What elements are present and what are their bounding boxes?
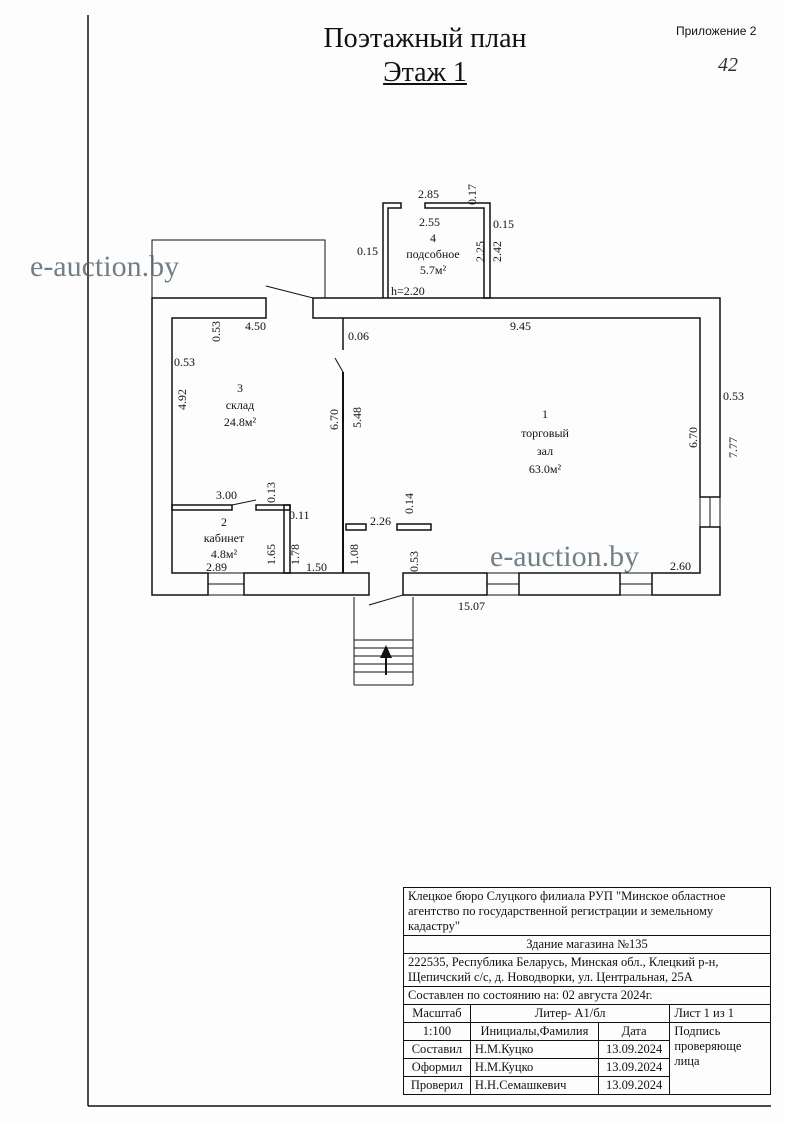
names-header: Инициалы,Фамилия (469, 1022, 599, 1041)
plan-title: Поэтажный план (323, 23, 527, 54)
svg-text:2.55: 2.55 (419, 215, 440, 229)
svg-text:0.53: 0.53 (407, 551, 421, 572)
title-block: Поэтажный план Этаж 1 (0, 22, 785, 90)
svg-text:0.17: 0.17 (465, 184, 479, 205)
svg-text:0.13: 0.13 (264, 482, 278, 503)
svg-text:3.00: 3.00 (216, 488, 237, 502)
svg-text:3: 3 (237, 381, 243, 395)
address: 222535, Республика Беларусь, Минская обл… (403, 953, 771, 987)
svg-text:2.25: 2.25 (473, 241, 487, 262)
svg-text:1.50: 1.50 (306, 560, 327, 574)
windows (207, 496, 721, 596)
svg-text:торговый: торговый (521, 426, 569, 440)
wall (518, 572, 621, 596)
svg-text:4.92: 4.92 (175, 389, 189, 410)
wall (243, 572, 370, 596)
svg-text:h=2.20: h=2.20 (391, 284, 425, 298)
svg-text:1.08: 1.08 (347, 544, 361, 565)
svg-text:0.53: 0.53 (209, 321, 223, 342)
state-date: Составлен по состоянию на: 02 августа 20… (403, 986, 771, 1005)
liter: Литер- А1/бл (469, 1004, 671, 1023)
svg-text:0.53: 0.53 (723, 389, 744, 403)
svg-text:2.42: 2.42 (490, 241, 504, 262)
floor-title: Этаж 1 (383, 57, 467, 88)
svg-text:2.26: 2.26 (370, 514, 391, 528)
svg-text:5.7м²: 5.7м² (420, 263, 447, 277)
svg-text:1.78: 1.78 (288, 544, 302, 565)
svg-text:0.11: 0.11 (289, 508, 310, 522)
date-header: Дата (597, 1022, 671, 1041)
svg-text:5.48: 5.48 (350, 407, 364, 428)
watermark: e-auction.by (490, 540, 639, 573)
sheet: Лист 1 из 1 (669, 1004, 771, 1023)
svg-text:зал: зал (537, 444, 553, 458)
annex-wall (424, 202, 491, 299)
scale: 1:100 (403, 1022, 471, 1041)
svg-text:2.60: 2.60 (670, 559, 691, 573)
dimension-labels: 2.85 2.55 0.15 0.15 h=2.20 4.50 9.45 0.0… (174, 184, 744, 613)
svg-text:2.89: 2.89 (206, 560, 227, 574)
svg-text:6.70: 6.70 (327, 409, 341, 430)
svg-text:0.15: 0.15 (357, 244, 378, 258)
svg-text:кабинет: кабинет (204, 531, 245, 545)
room-labels: 1 торговый зал 63.0м² 2 кабинет 4.8м² 3 … (204, 231, 570, 561)
annex-wall (382, 202, 402, 298)
svg-text:2: 2 (221, 515, 227, 529)
outdoor-area (151, 239, 326, 298)
scale-label: Масштаб (403, 1004, 471, 1023)
svg-text:4: 4 (430, 231, 436, 245)
svg-text:63.0м²: 63.0м² (529, 462, 562, 476)
svg-text:9.45: 9.45 (510, 319, 531, 333)
page-mark: 42 (718, 54, 738, 76)
svg-text:0.06: 0.06 (348, 329, 369, 343)
svg-text:15.07: 15.07 (458, 599, 485, 613)
svg-text:0.53: 0.53 (174, 355, 195, 369)
svg-text:24.8м²: 24.8м² (224, 415, 257, 429)
wall (151, 297, 267, 596)
svg-text:2.85: 2.85 (418, 187, 439, 201)
svg-text:4.50: 4.50 (245, 319, 266, 333)
building-name: Здание магазина №135 (403, 935, 771, 954)
svg-text:7.77: 7.77 (726, 437, 740, 458)
svg-text:4.8м²: 4.8м² (211, 547, 238, 561)
svg-text:подсобное: подсобное (406, 247, 460, 261)
signature-cell: Подпись проверяюще лица (669, 1022, 771, 1095)
svg-text:1: 1 (542, 407, 548, 421)
svg-text:0.14: 0.14 (402, 493, 416, 514)
svg-text:0.15: 0.15 (493, 217, 514, 231)
svg-text:склад: склад (226, 398, 255, 412)
organization: Клецкое бюро Слуцкого филиала РУП "Минск… (403, 887, 771, 936)
watermark: e-auction.by (30, 250, 179, 283)
entrance-steps (353, 597, 414, 686)
svg-text:1.65: 1.65 (264, 544, 278, 565)
appendix-label: Приложение 2 (676, 24, 757, 38)
svg-text:6.70: 6.70 (686, 427, 700, 448)
wall (402, 572, 488, 596)
entrance-arrow-icon (380, 645, 392, 658)
title-stamp-table: Клецкое бюро Слуцкого филиала РУП "Минск… (403, 887, 771, 1095)
